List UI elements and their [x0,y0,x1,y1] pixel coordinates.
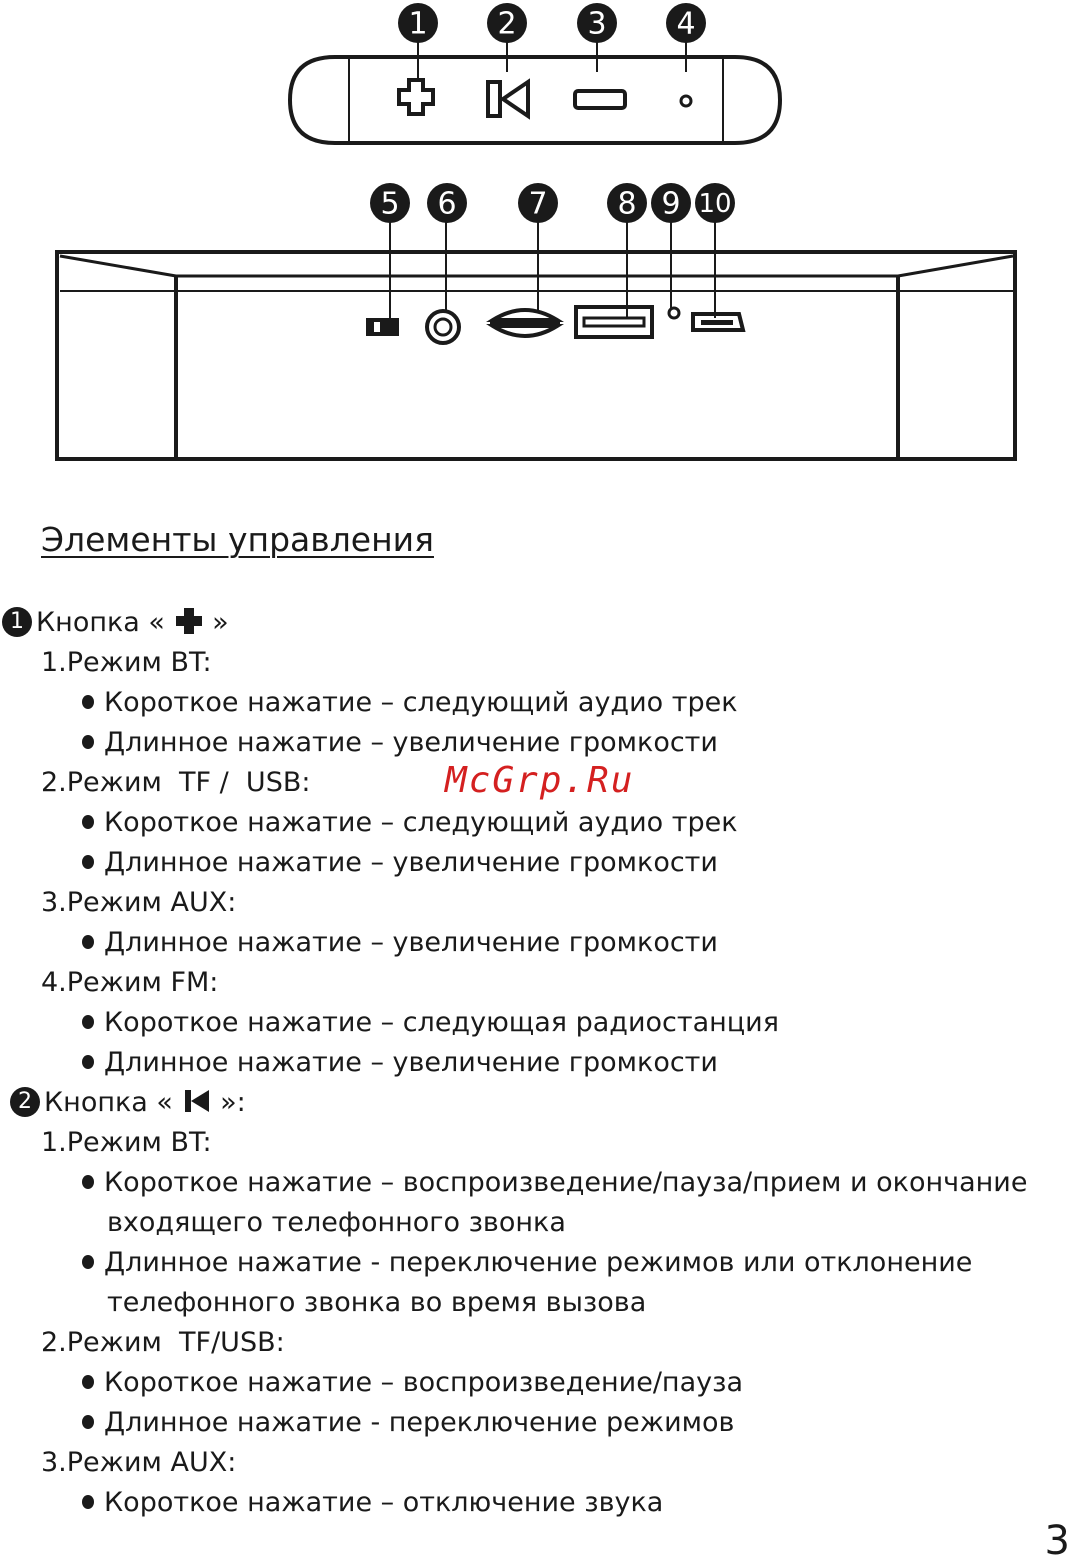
list-item: Короткое нажатие – воспроизведение/пауза [82,1363,743,1403]
callout-9: 9 [651,183,691,223]
svg-text:9: 9 [661,187,680,222]
callout-6: 6 [427,183,467,223]
list-item: Короткое нажатие – следующий аудио трек [82,803,738,843]
list-item: Длинное нажатие – увеличение громкости [82,923,718,963]
reset-hole-icon [667,306,681,320]
back-panel-outline [55,250,1017,461]
mode-button-icon [573,89,627,110]
svg-text:1: 1 [408,7,427,42]
svg-text:8: 8 [617,187,636,222]
usb-port-icon [574,305,654,339]
device-diagram: 1 2 3 4 5 6 7 8 9 10 [55,3,1017,461]
list-item: Длинное нажатие – увеличение громкости [82,723,718,763]
list-item-continuation: входящего телефонного звонка [107,1207,566,1238]
mode-label: 3.Режим AUX: [41,1447,237,1478]
callout-4: 4 [666,3,706,43]
svg-text:7: 7 [528,187,547,222]
list-item: Длинное нажатие - переключение режимов и… [82,1243,972,1283]
watermark: McGrp.Ru [445,760,635,801]
list-item: Короткое нажатие – следующий аудио трек [82,683,738,723]
svg-text:4: 4 [676,7,695,42]
mode-label: 4.Режим FM: [41,967,219,998]
plus-button-icon [397,78,435,116]
section-title: Элементы управления [41,520,434,559]
led-indicator-icon [679,94,693,108]
list-item: Длинное нажатие – увеличение громкости [82,843,718,883]
list-item: Длинное нажатие - переключение режимов [82,1403,734,1443]
play-pause-button-icon [486,78,530,120]
callout-10: 10 [695,183,735,223]
mode-label: 2.Режим TF/USB: [41,1327,285,1358]
top-panel-outline [287,55,783,145]
callout-1: 1 [398,3,438,43]
callout-7: 7 [518,183,558,223]
svg-text:6: 6 [437,187,456,222]
svg-text:3: 3 [587,7,606,42]
svg-text:10: 10 [698,189,731,219]
mode-label: 2.Режим TF / USB: [41,767,311,798]
callout-5: 5 [370,183,410,223]
svg-text:5: 5 [380,187,399,222]
power-switch-icon [366,318,399,336]
aux-jack-icon [425,309,461,345]
tf-card-slot-icon [486,308,564,338]
button2-number: 2 [10,1086,40,1117]
page-number: 3 [1044,1518,1070,1564]
micro-usb-port-icon [691,312,746,332]
list-item: Короткое нажатие – воспроизведение/пауза… [82,1163,1027,1203]
callout-2: 2 [487,3,527,43]
list-item: Длинное нажатие – увеличение громкости [82,1043,718,1083]
list-item-continuation: телефонного звонка во время вызова [107,1287,647,1318]
mode-label: 3.Режим AUX: [41,887,237,918]
mode-label: 1.Режим BT: [41,647,212,678]
list-item: Короткое нажатие – отключение звука [82,1483,663,1523]
callout-8: 8 [607,183,647,223]
play-pause-icon [184,1089,209,1112]
svg-text:2: 2 [497,7,516,42]
button1-number: 1 [2,606,32,637]
mode-label: 1.Режим BT: [41,1127,212,1158]
callout-3: 3 [577,3,617,43]
plus-icon [175,607,202,634]
list-item: Короткое нажатие – следующая радиостанци… [82,1003,779,1043]
